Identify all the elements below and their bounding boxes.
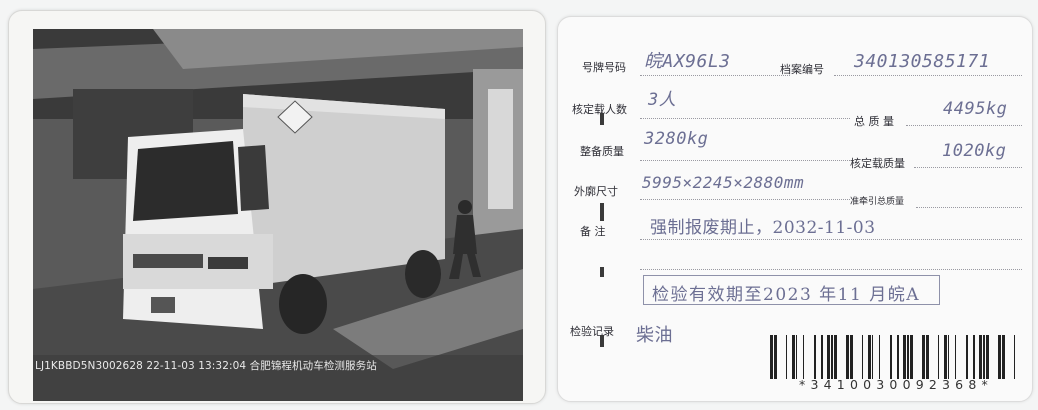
passenger-capacity-label: 核定载人数 (572, 103, 627, 116)
towing-mass-underline (916, 207, 1022, 208)
total-mass-label: 总 质 量 (854, 115, 894, 128)
edge-mark (600, 113, 604, 125)
remarks-value: 强制报废期止，2032-11-03 (650, 218, 876, 238)
truck-inspection-image (33, 29, 523, 401)
barcode-number: *3410030092368* (799, 377, 993, 392)
rated-load-underline (914, 167, 1022, 168)
remarks-underline-1 (640, 239, 1022, 240)
dimensions-value: 5995×2245×2880mm (642, 173, 805, 192)
inspection-validity-text: 检验有效期至2023 年11 月皖A (652, 285, 920, 305)
curb-mass-label: 整备质量 (580, 145, 624, 158)
passenger-capacity-underline (640, 118, 850, 119)
total-mass-value: 4495kg (943, 99, 1008, 119)
curb-mass-value: 3280kg (644, 129, 709, 149)
file-number-value: 340130585171 (854, 51, 991, 72)
rated-load-label: 核定载质量 (850, 157, 905, 170)
dimensions-underline (640, 199, 850, 200)
fuel-type-value: 柴油 (636, 325, 673, 346)
plate-number-value: 皖AX96L3 (644, 51, 731, 72)
towing-mass-label: 准牵引总质量 (850, 197, 905, 207)
plate-number-underline (640, 75, 790, 76)
file-number-underline (834, 75, 1022, 76)
photo-timestamp-caption: LJ1KBBD5N3002628 22-11-03 13:32:04 合肥锦程机… (35, 360, 377, 372)
rated-load-value: 1020kg (942, 141, 1007, 161)
vehicle-license-card: 号牌号码 皖AX96L3 档案编号 340130585171 核定载人数 3人 … (557, 16, 1033, 402)
vehicle-photo (33, 29, 523, 401)
remarks-label: 备 注 (580, 225, 606, 238)
vehicle-photo-card: LJ1KBBD5N3002628 22-11-03 13:32:04 合肥锦程机… (8, 10, 546, 404)
edge-mark (600, 203, 604, 221)
total-mass-underline (906, 125, 1022, 126)
curb-mass-underline (640, 160, 850, 161)
remarks-underline-2 (640, 269, 1022, 270)
barcode-icon (770, 335, 1015, 379)
file-number-label: 档案编号 (780, 63, 824, 76)
dimensions-label: 外廓尺寸 (574, 185, 618, 198)
edge-mark (600, 335, 604, 347)
passenger-capacity-value: 3人 (648, 90, 677, 110)
plate-number-label: 号牌号码 (582, 61, 626, 74)
edge-mark (600, 267, 604, 277)
inspection-validity-stamp: 检验有效期至2023 年11 月皖A (643, 275, 940, 305)
inspection-record-label: 检验记录 (570, 325, 614, 338)
